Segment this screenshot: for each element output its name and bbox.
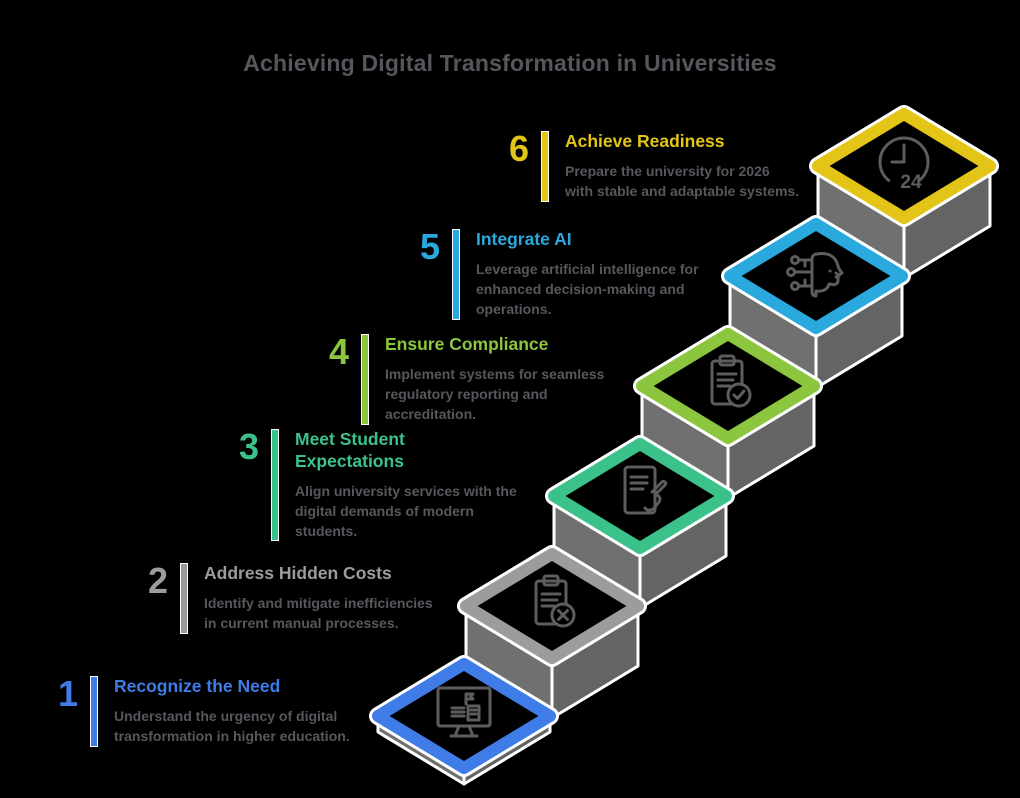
step-number: 2 xyxy=(147,560,168,601)
step-description: Align university services with the digit… xyxy=(295,482,517,539)
step-item-5: 5 Integrate AI Leverage artificial intel… xyxy=(394,229,750,320)
step-number: 3 xyxy=(238,426,259,467)
step-item-1: 1 Recognize the Need Understand the urge… xyxy=(32,676,388,747)
step-number: 1 xyxy=(57,673,78,714)
step-block-3 xyxy=(545,435,735,610)
clipboard-x-icon xyxy=(534,574,576,628)
step-block-4 xyxy=(633,325,823,500)
step-block-6: 24 xyxy=(809,105,999,280)
page-title: Achieving Digital Transformation in Univ… xyxy=(243,50,777,76)
step-description: Leverage artificial intelligence for enh… xyxy=(476,260,699,317)
monitor-transformation-icon xyxy=(436,686,492,738)
step-block-1 xyxy=(369,655,559,786)
clock-24-icon: 24 xyxy=(878,136,930,193)
accent-bar xyxy=(452,229,460,320)
clipboard-check-icon xyxy=(710,354,752,408)
step-title: Meet Student Expectations xyxy=(295,429,405,471)
ai-head-icon xyxy=(786,252,844,298)
step6-diamond xyxy=(812,108,996,224)
step-block-5 xyxy=(721,215,911,390)
step-number: 5 xyxy=(419,226,440,267)
step-block-2 xyxy=(457,545,647,720)
step3-diamond xyxy=(548,438,732,554)
step-title: Achieve Readiness xyxy=(565,131,725,151)
step-number: 4 xyxy=(328,331,349,372)
step-description: Implement systems for seamless regulator… xyxy=(385,365,605,422)
step-item-6: 6 Achieve Readiness Prepare the universi… xyxy=(483,131,839,202)
step-description: Understand the urgency of digital transf… xyxy=(114,707,350,744)
step5-diamond xyxy=(724,218,908,334)
tablet-hand-icon xyxy=(623,465,668,515)
svg-text:24: 24 xyxy=(900,172,922,193)
step-item-3: 3 Meet Student Expectations Align univer… xyxy=(213,426,569,542)
step-number: 6 xyxy=(508,128,529,169)
step-title: Integrate AI xyxy=(476,229,572,249)
step-item-2: 2 Address Hidden Costs Identify and miti… xyxy=(122,563,478,634)
step-title: Ensure Compliance xyxy=(385,334,549,354)
step-item-4: 4 Ensure Compliance Implement systems fo… xyxy=(303,334,659,425)
step-description: Identify and mitigate inefficiencies in … xyxy=(204,594,433,631)
accent-bar xyxy=(180,563,188,634)
accent-bar xyxy=(541,131,549,202)
step-description: Prepare the university for 2026 with sta… xyxy=(565,162,800,199)
accent-bar xyxy=(90,676,98,747)
accent-bar xyxy=(271,429,279,542)
accent-bar xyxy=(361,334,369,425)
step-title: Address Hidden Costs xyxy=(204,563,392,583)
step-title: Recognize the Need xyxy=(114,676,281,696)
